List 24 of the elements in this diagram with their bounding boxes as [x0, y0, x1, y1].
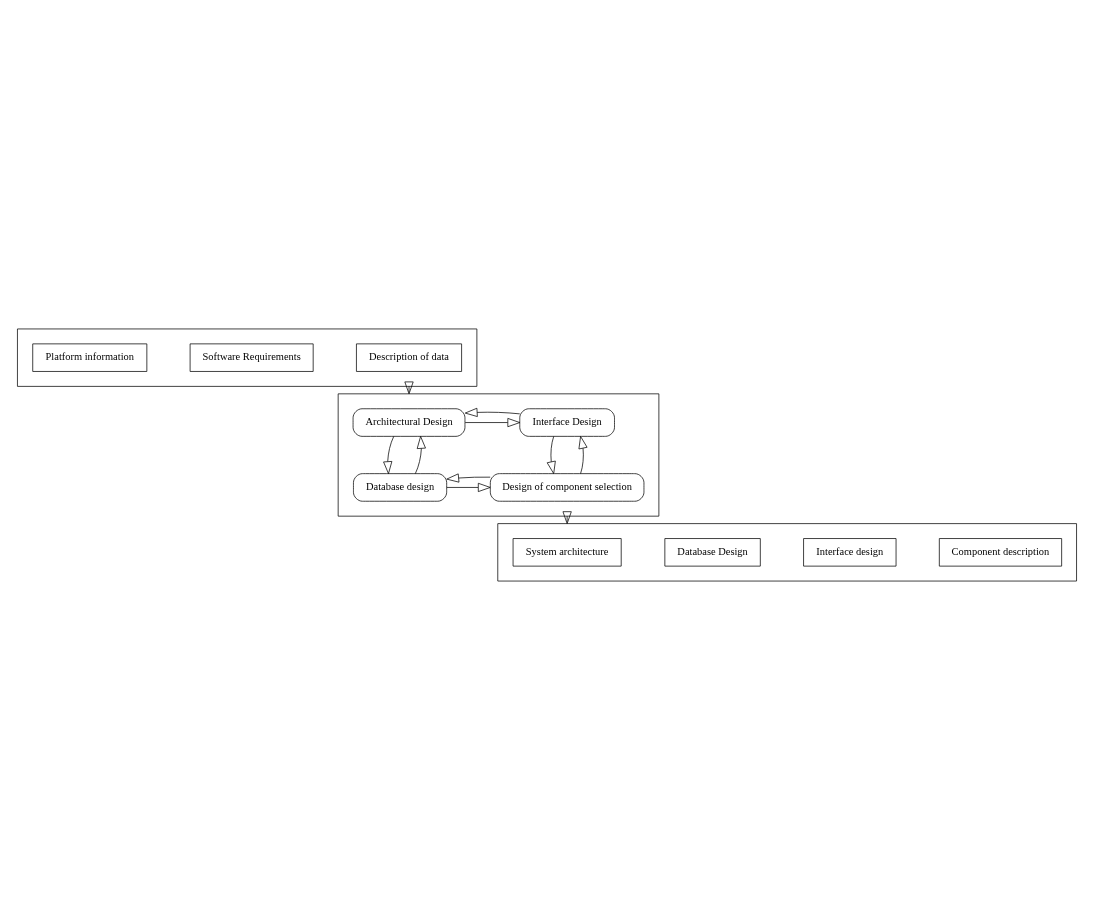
arrow [546, 435, 556, 474]
node-box: Database design [353, 472, 448, 502]
cluster [17, 328, 478, 387]
cluster [337, 392, 660, 517]
node-box: Design of component selection [489, 472, 645, 502]
arrow [562, 510, 572, 524]
arrow [383, 435, 395, 474]
node-box: Component description [938, 537, 1062, 566]
node-box: Interface design [803, 537, 897, 566]
arrow [446, 473, 491, 483]
arrow [464, 407, 521, 417]
arrow [446, 482, 491, 492]
cluster [497, 522, 1077, 581]
node-box: Description of data [356, 343, 462, 372]
node-box: Interface Design [519, 407, 615, 437]
arrow [578, 435, 588, 474]
node-box: Software Requirements [189, 343, 314, 372]
node-box: Database Design [664, 537, 761, 566]
arrow [404, 381, 414, 394]
arrow [415, 435, 426, 474]
node-box: Architectural Design [352, 407, 466, 437]
node-box: System architecture [512, 537, 622, 566]
node-box: Platform information [32, 343, 148, 372]
arrow [464, 417, 521, 427]
